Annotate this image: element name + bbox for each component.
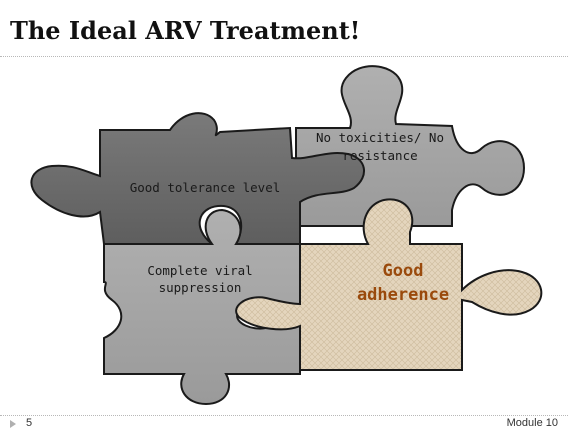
piece-label-suppression-line2: suppression xyxy=(159,280,242,295)
title-divider xyxy=(0,56,568,57)
piece-label-toxicities-line2: resistance xyxy=(342,148,417,163)
footer-label: Module 10 xyxy=(506,417,558,429)
slide-arrow-icon xyxy=(10,420,16,428)
piece-label-tolerance: Good tolerance level xyxy=(130,180,281,195)
puzzle-piece-toxicities xyxy=(295,65,526,227)
slide-number: 5 xyxy=(26,417,33,429)
piece-label-suppression-line1: Complete viral xyxy=(147,263,252,278)
piece-label-toxicities-line1: No toxicities/ No xyxy=(316,130,444,145)
slide-title: The Ideal ARV Treatment! xyxy=(10,16,361,45)
piece-label-adherence-line1: Good xyxy=(383,261,424,281)
footer-divider xyxy=(0,415,568,416)
piece-label-adherence-line2: adherence xyxy=(357,285,449,305)
puzzle-piece-adherence xyxy=(235,198,543,371)
